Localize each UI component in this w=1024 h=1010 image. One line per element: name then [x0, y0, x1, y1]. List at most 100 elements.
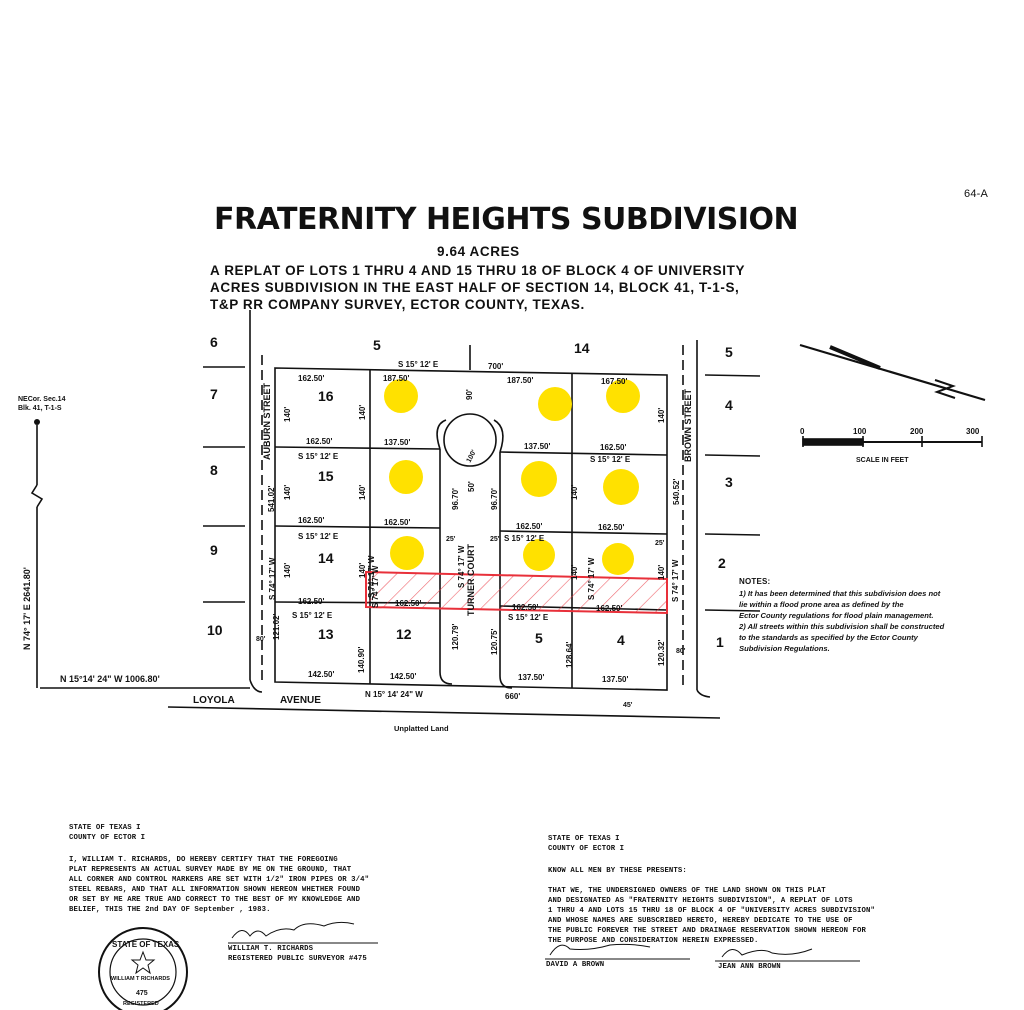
- brown-street-label: BROWN STREET: [683, 389, 693, 463]
- cul-de-sac-arc: [436, 419, 447, 450]
- adjacent-lot-line: [704, 609, 761, 612]
- dimension: S 74° 17' W: [367, 555, 376, 598]
- dimension: 96.70': [451, 488, 460, 510]
- lot-marker: [384, 379, 418, 413]
- note-line: 2) All streets within this subdivision s…: [739, 622, 945, 631]
- dimension: 140': [570, 485, 579, 500]
- dimension: 540.52': [672, 479, 681, 505]
- dimension: 140': [358, 485, 367, 500]
- page-reference: 64-A: [964, 188, 989, 200]
- dimension: 140': [283, 407, 292, 422]
- dimension: S 15° 12' E: [590, 455, 631, 464]
- lot-marker: [602, 543, 634, 575]
- lot-number: 14: [318, 550, 334, 566]
- north-arrow-n: [934, 379, 956, 399]
- dimension: 100': [466, 449, 479, 464]
- dimension: 137.50': [524, 442, 550, 451]
- seal-name: WILLIAM T RICHARDS: [111, 976, 170, 982]
- plat-title: FRATERNITY HEIGHTS SUBDIVISION: [214, 202, 799, 237]
- seal-bottom-text: REGISTERED: [123, 1001, 159, 1007]
- adjacent-lot-number: 5: [725, 344, 733, 360]
- dimension: 660': [505, 692, 520, 701]
- dimension: 80': [676, 648, 686, 655]
- acreage: 9.64 ACRES: [437, 244, 520, 259]
- certificate-line: ALL CORNER AND CONTROL MARKERS ARE SET W…: [69, 876, 370, 884]
- lot-number: 15: [318, 468, 334, 484]
- dimension: 140': [358, 405, 367, 420]
- dimension: 25': [446, 536, 456, 543]
- dimension: 140': [283, 563, 292, 578]
- break-mark: [30, 484, 44, 508]
- adjacent-lot-number: 2: [718, 555, 726, 571]
- lot-number: 5: [535, 630, 543, 646]
- scale-tick-label: 300: [966, 427, 980, 436]
- owners-county: COUNTY OF ECTOR I: [548, 845, 625, 853]
- dimension: 80': [256, 636, 266, 643]
- surveyor-name: WILLIAM T. RICHARDS: [228, 945, 314, 953]
- dimension: S 74° 17' W: [457, 545, 466, 588]
- adjacent-lot-line: [704, 533, 761, 536]
- dimension: 120.32': [657, 640, 666, 666]
- certificate-line: PLAT REPRESENTS AN ACTUAL SURVEY MADE BY…: [69, 866, 352, 874]
- nec-label-1: NECor. Sec.14: [18, 396, 66, 403]
- subtitle-line-1: A REPLAT OF LOTS 1 THRU 4 AND 15 THRU 18…: [210, 263, 746, 278]
- dimension: 541.02': [267, 486, 276, 512]
- dimension: 162.50': [306, 437, 332, 446]
- dimension: 162.50': [298, 597, 324, 606]
- notes-heading: NOTES:: [739, 577, 771, 586]
- dimension: 140': [657, 565, 666, 580]
- lot-marker: [521, 461, 557, 497]
- owners-know: KNOW ALL MEN BY THESE PRESENTS:: [548, 867, 687, 875]
- adjacent-lot-number: 6: [210, 334, 218, 350]
- dimension: 137.50': [518, 673, 544, 682]
- avenue-label: AVENUE: [280, 695, 321, 706]
- lot-marker: [603, 469, 639, 505]
- surveyor-county: COUNTY OF ECTOR I: [69, 834, 146, 842]
- dimension: S 15° 12' E: [292, 611, 333, 620]
- certificate-line: STEEL REBARS, AND THAT ALL INFORMATION S…: [69, 886, 361, 894]
- dimension: 187.50': [507, 376, 533, 385]
- adjacent-lot-number: 8: [210, 462, 218, 478]
- dimension: 142.50': [390, 672, 416, 681]
- adjacent-lot-number: 5: [373, 337, 381, 353]
- dedication-line: THAT WE, THE UNDERSIGNED OWNERS OF THE L…: [548, 887, 826, 895]
- lot-line: [274, 446, 441, 450]
- lot-line: [274, 525, 441, 529]
- adjacent-lot-number: 3: [725, 474, 733, 490]
- note-line: Ector County regulations for flood plain…: [739, 611, 934, 620]
- turner-court-label: TURNER COURT: [466, 544, 476, 616]
- surveyor-state: STATE OF TEXAS I: [69, 824, 141, 832]
- dimension: 162.50': [600, 443, 626, 452]
- scale-tick-label: 0: [800, 427, 805, 436]
- bottom-bearing: N 15°14' 24" W 1006.80': [60, 674, 160, 684]
- dimension: 140': [570, 565, 579, 580]
- adjacent-lot-number: 10: [207, 622, 223, 638]
- north-arrow: [799, 343, 986, 402]
- cul-de-sac: [443, 413, 497, 467]
- certificate-line: I, WILLIAM T. RICHARDS, DO HEREBY CERTIF…: [69, 856, 338, 864]
- dimension: S 74° 17' W: [371, 565, 380, 608]
- loyola-label: LOYOLA: [193, 695, 235, 706]
- street-corner: [249, 679, 263, 693]
- dimension: 162.50': [298, 516, 324, 525]
- dimension: 120.75': [490, 629, 499, 655]
- cul-de-sac-arc: [493, 419, 504, 453]
- dimension: 140': [358, 563, 367, 578]
- dimension: S 74° 17' W: [671, 559, 680, 602]
- adjacent-lot-line: [704, 374, 761, 377]
- dimension: 142.50': [308, 670, 334, 679]
- dimension: 162.50': [598, 523, 624, 532]
- lot-marker: [523, 539, 555, 571]
- adjacent-lot-number: 9: [210, 542, 218, 558]
- adjacent-lot-number: 1: [716, 634, 724, 650]
- scale-label: SCALE IN FEET: [856, 457, 909, 464]
- dimension: 137.50': [384, 438, 410, 447]
- owners-state: STATE OF TEXAS I: [548, 835, 620, 843]
- owner-signature: [721, 948, 813, 958]
- note-line: to the standards as specified by the Ect…: [739, 633, 918, 642]
- adjacent-lot-number: 14: [574, 340, 590, 356]
- turner-court-east: [499, 452, 513, 689]
- certificate-line: BELIEF, THIS THE 2nd DAY OF September , …: [69, 906, 271, 914]
- dimension: 96.70': [490, 488, 499, 510]
